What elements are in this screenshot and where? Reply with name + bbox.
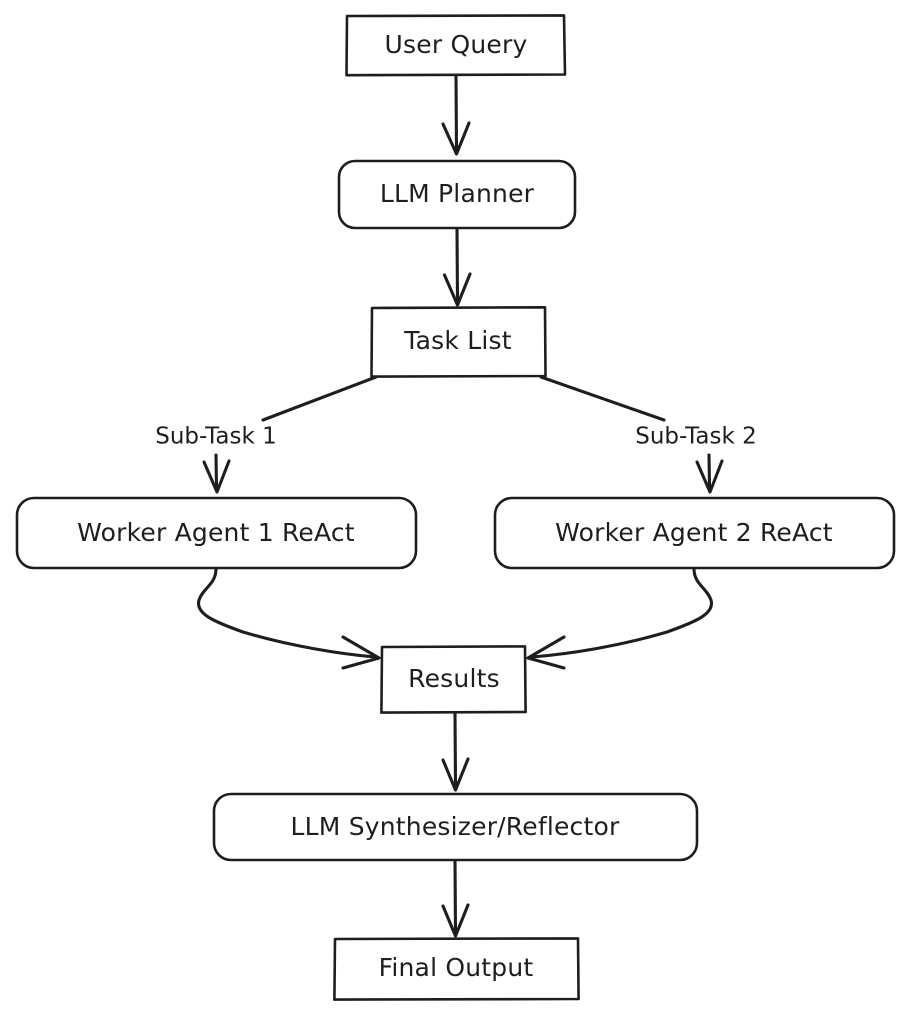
edge-llm-planner-to-task-list bbox=[442, 227, 472, 307]
node-task-list-label: Task List bbox=[403, 326, 511, 355]
edge-synthesizer-to-final-output bbox=[441, 859, 470, 938]
node-llm-planner-label: LLM Planner bbox=[380, 179, 535, 208]
edge-user-query-to-llm-planner bbox=[441, 74, 471, 156]
node-results[interactable]: Results bbox=[380, 645, 527, 714]
node-user-query-label: User Query bbox=[385, 30, 528, 59]
edge-task-list-to-worker-1 bbox=[202, 375, 378, 494]
node-results-label: Results bbox=[408, 664, 500, 693]
node-worker-agent-1-label: Worker Agent 1 ReAct bbox=[77, 518, 355, 547]
edge-label-sub-task-1: Sub-Task 1 bbox=[155, 424, 277, 450]
edge-task-list-to-worker-2 bbox=[539, 375, 724, 494]
node-task-list[interactable]: Task List bbox=[370, 306, 547, 378]
node-worker-agent-2[interactable]: Worker Agent 2 ReAct bbox=[493, 496, 896, 570]
edge-worker-1-to-results bbox=[196, 567, 381, 670]
node-worker-agent-1[interactable]: Worker Agent 1 ReAct bbox=[15, 496, 418, 570]
node-llm-synthesizer-reflector[interactable]: LLM Synthesizer/Reflector bbox=[212, 792, 699, 862]
edge-worker-2-to-results bbox=[526, 567, 714, 670]
node-worker-agent-2-label: Worker Agent 2 ReAct bbox=[555, 518, 833, 547]
node-user-query[interactable]: User Query bbox=[345, 14, 567, 77]
node-llm-synthesizer-reflector-label: LLM Synthesizer/Reflector bbox=[291, 812, 620, 841]
edge-label-sub-task-2: Sub-Task 2 bbox=[635, 424, 757, 450]
node-final-output-label: Final Output bbox=[379, 953, 534, 982]
node-final-output[interactable]: Final Output bbox=[333, 937, 580, 1001]
edge-results-to-synthesizer bbox=[441, 711, 470, 792]
node-llm-planner[interactable]: LLM Planner bbox=[337, 159, 577, 230]
